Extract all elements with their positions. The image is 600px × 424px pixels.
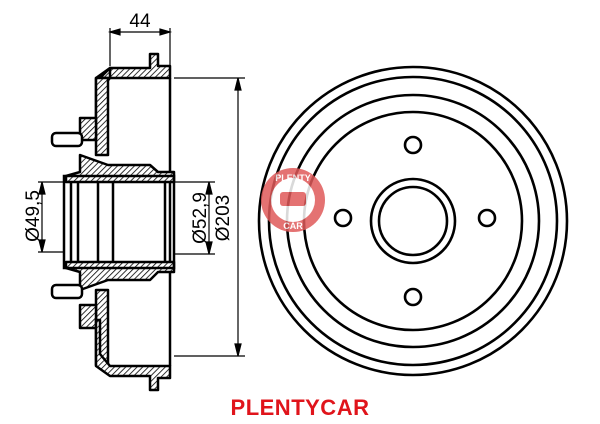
bolt-hole — [333, 208, 353, 228]
inner-bore-label: Ø49,5 — [23, 190, 44, 242]
svg-text:PLENTY: PLENTY — [275, 173, 311, 183]
side-section-view — [64, 52, 176, 392]
bolt-hole — [477, 208, 497, 228]
hub-diameter-label: Ø52,9 — [190, 192, 211, 244]
center-bore — [377, 185, 449, 257]
bolt-hole — [403, 287, 423, 307]
width-dimension-label: 44 — [129, 11, 151, 32]
svg-text:CAR: CAR — [283, 221, 303, 231]
wheel-stud-top — [50, 131, 84, 148]
wheel-stud-bottom — [50, 283, 84, 300]
hub-outer-circle — [369, 177, 457, 265]
dimension-lines — [38, 28, 245, 357]
drum-diameter-label: Ø203 — [213, 195, 234, 241]
brand-label: PLENTYCAR — [230, 395, 370, 420]
plentycar-logo: PLENTY CAR — [261, 168, 325, 232]
bolt-hole — [403, 135, 423, 155]
side-outlines — [50, 78, 176, 366]
